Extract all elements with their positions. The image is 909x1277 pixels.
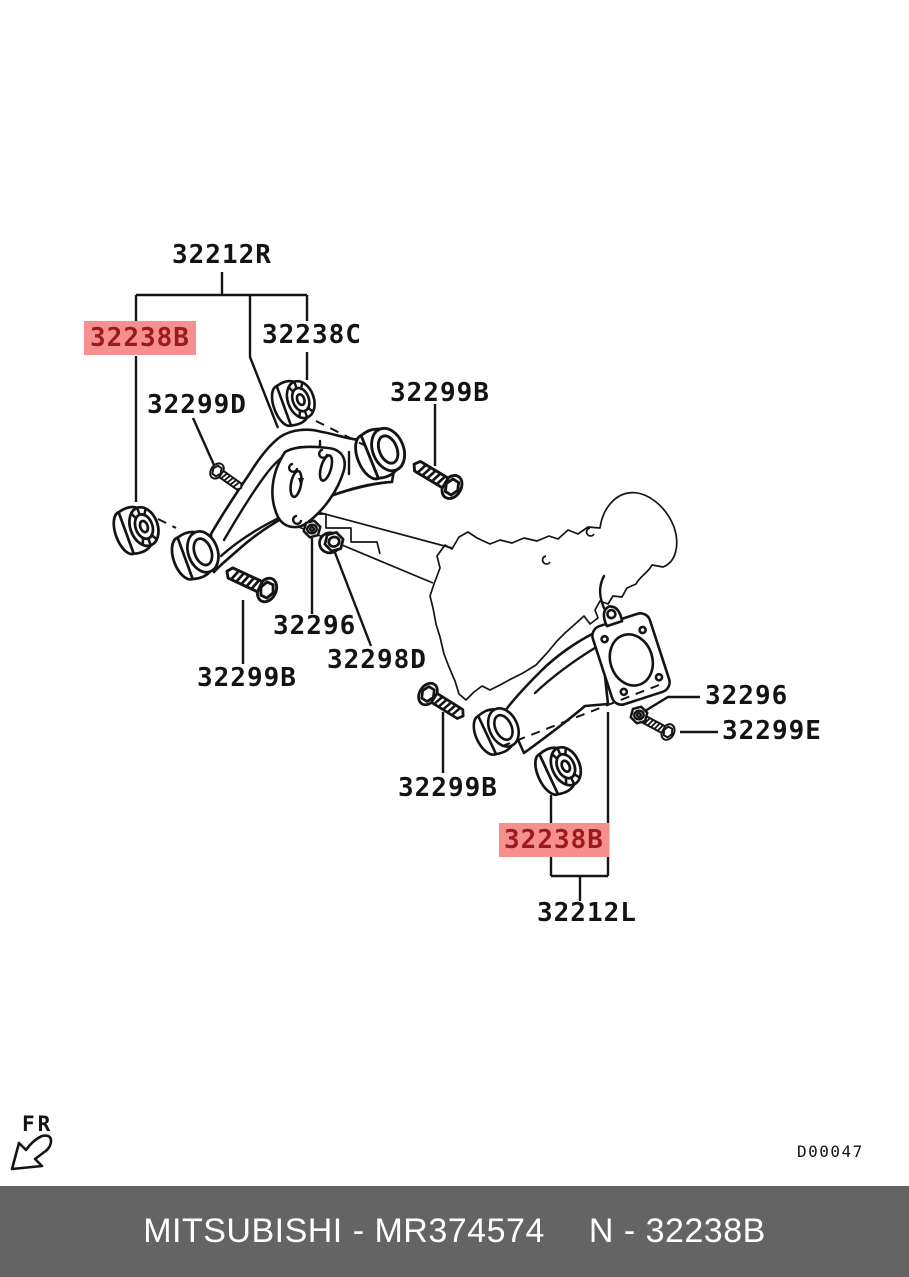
label-32212l: 32212L xyxy=(537,898,637,928)
differential-housing-outline xyxy=(429,491,678,701)
nut-32298d xyxy=(315,528,348,557)
label-32298d: 32298D xyxy=(327,645,427,675)
label-32299b-top-right: 32299B xyxy=(390,378,490,408)
bushing-32238b-upper xyxy=(106,498,167,561)
bushing-32238b-lower xyxy=(527,737,590,802)
label-32238b-highlight-bottom[interactable]: 32238B xyxy=(499,823,609,857)
label-32299b-left: 32299B xyxy=(197,663,297,693)
label-32296-upper: 32296 xyxy=(273,611,357,641)
nut-32296-upper xyxy=(300,518,324,540)
footer-bar: MITSUBISHI - MR374574 N - 32238B xyxy=(0,1186,909,1277)
label-32299b-bottom: 32299B xyxy=(398,773,498,803)
plate-ear xyxy=(602,605,624,628)
footer-catalog-part: N - 32238B xyxy=(588,1212,766,1250)
upper-trailing-arm xyxy=(164,419,414,586)
label-32212r: 32212R xyxy=(172,240,272,270)
diagram-code: D00047 xyxy=(797,1142,864,1161)
fr-orientation-label: FR xyxy=(22,1112,54,1136)
label-32299d: 32299D xyxy=(147,390,247,420)
label-32296-right: 32296 xyxy=(705,681,789,711)
bolt-32299b-top-right xyxy=(406,452,468,504)
label-32238c: 32238C xyxy=(262,320,362,350)
lower-trailing-arm xyxy=(466,574,671,762)
nut-32296-right xyxy=(627,704,651,726)
label-32299e: 32299E xyxy=(722,716,822,746)
footer-brand-part: MITSUBISHI - MR374574 xyxy=(143,1212,545,1250)
bolt-32299b-left xyxy=(220,558,282,607)
fr-direction-arrow-icon xyxy=(10,1134,53,1171)
label-32238b-highlight-top[interactable]: 32238B xyxy=(84,321,196,355)
